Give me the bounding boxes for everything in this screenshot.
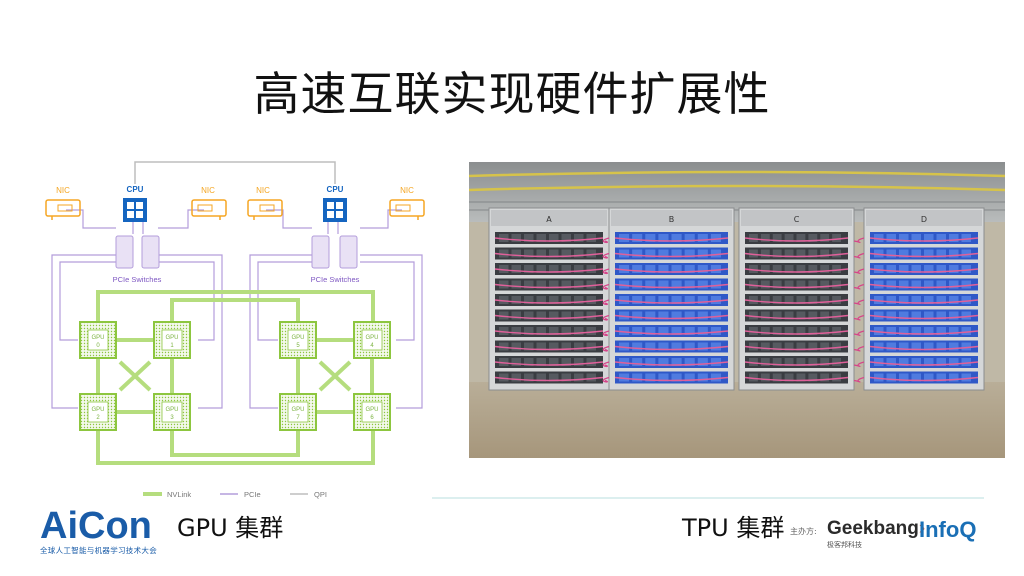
gpu-chip-0: GPU 0 <box>79 321 117 359</box>
divider-line <box>432 497 984 499</box>
inter-rack-cable <box>602 314 610 321</box>
nic-icon <box>45 199 81 220</box>
gpu-number: 6 <box>370 415 374 421</box>
inter-rack-cable <box>602 283 610 290</box>
gpu-number: 0 <box>96 343 100 349</box>
gpu-label: GPU <box>365 407 378 413</box>
cpu-label: CPU <box>327 185 344 194</box>
inter-rack-cable <box>602 252 610 259</box>
inter-rack-cable <box>602 345 610 352</box>
slide-title: 高速互联实现硬件扩展性 <box>253 67 771 121</box>
inter-rack-cable <box>602 330 610 337</box>
gpu-chip-3: GPU 3 <box>153 393 191 431</box>
caption-gpu-cluster: GPU 集群 <box>177 514 284 542</box>
legend: NVLink PCIe QPI <box>143 490 327 499</box>
aicon-subtitle: 全球人工智能与机器学习技术大会 <box>40 546 157 555</box>
gpu-label: GPU <box>91 335 104 341</box>
geekbang-subtitle: 极客邦科技 <box>827 541 862 549</box>
inter-rack-cable <box>602 376 610 383</box>
inter-rack-cable <box>853 237 865 244</box>
gpu-number: 2 <box>96 415 100 421</box>
inter-rack-cable <box>853 283 865 290</box>
gpu-chip-5: GPU 5 <box>279 321 317 359</box>
inter-rack-cable <box>853 330 865 337</box>
gpu-label: GPU <box>291 335 304 341</box>
nic-icon <box>247 199 283 220</box>
tpu-rack: D <box>863 207 985 391</box>
nic-label: NIC <box>201 186 215 195</box>
gpu-label: GPU <box>165 335 178 341</box>
cpu-label: CPU <box>127 185 144 194</box>
gpu-label: GPU <box>165 407 178 413</box>
inter-rack-cable <box>853 299 865 306</box>
inter-rack-cable <box>853 252 865 259</box>
gpu-number: 1 <box>170 343 174 349</box>
inter-rack-cable <box>853 345 865 352</box>
rack-label: D <box>921 215 927 224</box>
inter-rack-cable <box>602 299 610 306</box>
right-node: NIC NIC CPU PCIe Switches <box>247 185 425 409</box>
rack-label: C <box>794 215 800 224</box>
gpu-chip-6: GPU 6 <box>353 393 391 431</box>
gpu-number: 3 <box>170 415 174 421</box>
inter-rack-cable <box>853 314 865 321</box>
gpu-label: GPU <box>365 335 378 341</box>
nic-label: NIC <box>56 186 70 195</box>
inter-rack-cable <box>602 268 610 275</box>
rack-label: B <box>669 215 675 224</box>
cpu-icon <box>323 198 347 222</box>
gpu-chip-7: GPU 7 <box>279 393 317 431</box>
gpu-number: 5 <box>296 343 300 349</box>
nic-icon <box>389 199 425 220</box>
gpu-chip-2: GPU 2 <box>79 393 117 431</box>
gpu-chip-4: GPU 4 <box>353 321 391 359</box>
pcie-switch-icon <box>311 235 358 269</box>
qpi-link <box>134 161 336 184</box>
pcie-switch-icon <box>115 235 160 269</box>
tpu-cluster-photo: A B C D <box>469 162 1005 458</box>
pcie-switches-label: PCIe Switches <box>311 275 360 284</box>
inter-rack-cable <box>853 376 865 383</box>
tpu-rack: C <box>738 207 855 391</box>
legend-pcie: PCIe <box>244 490 261 499</box>
tpu-rack: A <box>488 207 610 391</box>
inter-rack-cable <box>602 237 610 244</box>
legend-nvlink: NVLink <box>167 490 191 499</box>
rack-label: A <box>546 215 552 224</box>
gpu-label: GPU <box>91 407 104 413</box>
tpu-rack: B <box>608 207 735 391</box>
inter-rack-cable <box>853 268 865 275</box>
left-node: NIC NIC CPU PCIe Switches <box>45 185 227 409</box>
gpu-label: GPU <box>291 407 304 413</box>
caption-tpu-cluster: TPU 集群 <box>682 514 785 542</box>
nic-icon <box>191 199 227 220</box>
tpu-racks-illustration: A B C D <box>469 162 1005 458</box>
sponsor-label: 主办方: <box>790 527 817 536</box>
inter-rack-cable <box>853 361 865 368</box>
aicon-logo: AiCon 全球人工智能与机器学习技术大会 <box>40 505 157 555</box>
gpu-chip-1: GPU 1 <box>153 321 191 359</box>
legend-qpi: QPI <box>314 490 327 499</box>
cpu-icon <box>123 198 147 222</box>
inter-rack-cable <box>602 361 610 368</box>
pcie-switches-label: PCIe Switches <box>113 275 162 284</box>
geekbang-logo: Geekbang› 极客邦科技 <box>827 518 926 550</box>
nic-label: NIC <box>400 186 414 195</box>
gpu-number: 4 <box>370 343 374 349</box>
gpu-topology-diagram: NIC NIC CPU PCIe Switches <box>45 161 425 499</box>
gpu-number: 7 <box>296 415 300 421</box>
infoq-logo: InfoQ <box>919 517 977 542</box>
nvlink-mesh <box>96 290 375 465</box>
nic-label: NIC <box>256 186 270 195</box>
